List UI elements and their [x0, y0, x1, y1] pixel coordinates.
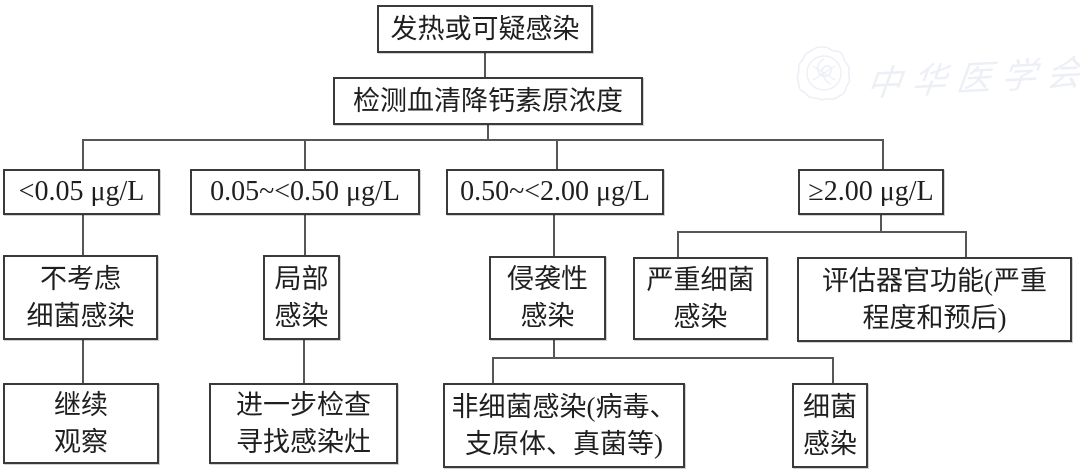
connector-bar-to-range4 [882, 140, 884, 169]
node-range-0-05-to-0-50: 0.05~<0.50 μg/L [190, 169, 420, 215]
node-local-infection: 局部 感染 [263, 255, 340, 340]
connector-split-to-non-bacterial [492, 358, 494, 383]
node-invasive-infection: 侵袭性 感染 [489, 256, 606, 340]
connector-bar-to-range2 [304, 140, 306, 169]
connector-split-to-bacterial [832, 358, 834, 383]
cma-emblem-icon [795, 44, 853, 107]
connector-split-bar-right [677, 231, 967, 233]
watermark-text: 中华医学会 [864, 52, 1080, 104]
connector-bar-to-range1 [82, 140, 84, 169]
connector-range3-to-invasive [553, 215, 555, 256]
connector-split-bar-bottom [492, 357, 834, 359]
node-no-bacterial-infection: 不考虑 细菌感染 [3, 255, 158, 340]
node-severe-bacterial-infection: 严重细菌 感染 [633, 257, 768, 340]
connector-local-to-further-exam [303, 340, 305, 383]
watermark: 中华医学会 [795, 40, 1080, 110]
node-fever-or-suspected-infection: 发热或可疑感染 [377, 5, 593, 53]
connector-main-bar [82, 139, 884, 141]
connector-pct-to-bar [487, 125, 489, 141]
node-pct-test: 检测血清降钙素原浓度 [333, 77, 643, 125]
connector-bar-to-range3 [556, 140, 558, 169]
connector-range1-to-no-bacterial [82, 215, 84, 255]
node-assess-organ-function: 评估器官功能(严重 程度和预后) [797, 257, 1072, 342]
node-range-0-50-to-2-00: 0.50~<2.00 μg/L [446, 169, 664, 215]
node-bacterial-infection: 细菌 感染 [792, 383, 868, 468]
connector-split-to-severe-bacterial [677, 232, 679, 257]
connector-invasive-to-split-bar [553, 340, 555, 358]
node-range-lt-0-05: <0.05 μg/L [3, 169, 160, 215]
node-further-examination: 进一步检查 寻找感染灶 [209, 383, 398, 464]
connector-split-to-assess-organ [965, 232, 967, 257]
node-continue-observation: 继续 观察 [3, 383, 159, 464]
connector-fever-to-pct [484, 53, 486, 77]
connector-no-bacterial-to-observe [82, 340, 84, 383]
node-non-bacterial-infection: 非细菌感染(病毒、 支原体、真菌等) [443, 383, 685, 468]
connector-range2-to-local [304, 215, 306, 255]
node-range-ge-2-00: ≥2.00 μg/L [798, 169, 944, 215]
connector-range4-to-split-bar [880, 215, 882, 232]
